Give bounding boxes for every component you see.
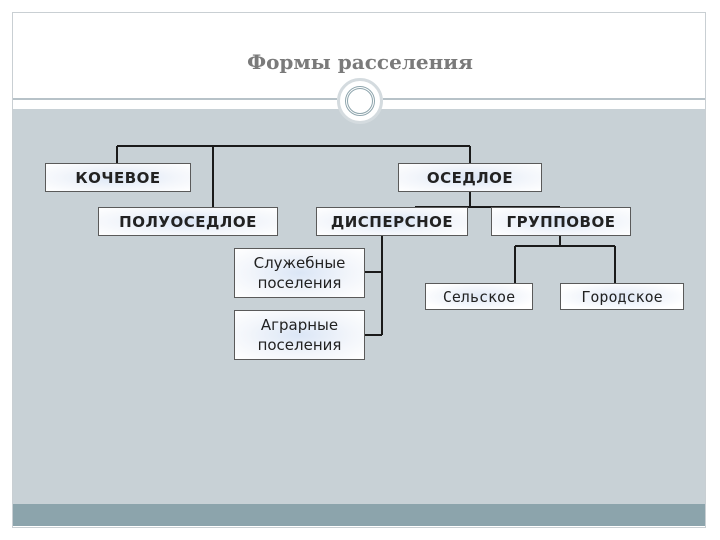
node-agrarian-settlements: Аграрные поселения [234, 310, 365, 360]
bottom-band [13, 504, 705, 526]
circle-ornament-icon [337, 78, 383, 124]
slide-title: Формы расселения [247, 50, 473, 74]
title-divider-left [13, 98, 337, 100]
node-rural: Сельское [425, 283, 533, 310]
node-urban: Городское [560, 283, 684, 310]
node-dispersed: ДИСПЕРСНОЕ [316, 207, 468, 236]
node-group: ГРУППОВОЕ [491, 207, 631, 236]
node-nomadic: КОЧЕВОЕ [45, 163, 191, 192]
node-service-settlements: Служебные поселения [234, 248, 365, 298]
node-settled: ОСЕДЛОЕ [398, 163, 542, 192]
title-divider-right [383, 98, 705, 100]
slide-frame [12, 12, 706, 528]
node-semi-settled: ПОЛУОСЕДЛОЕ [98, 207, 278, 236]
